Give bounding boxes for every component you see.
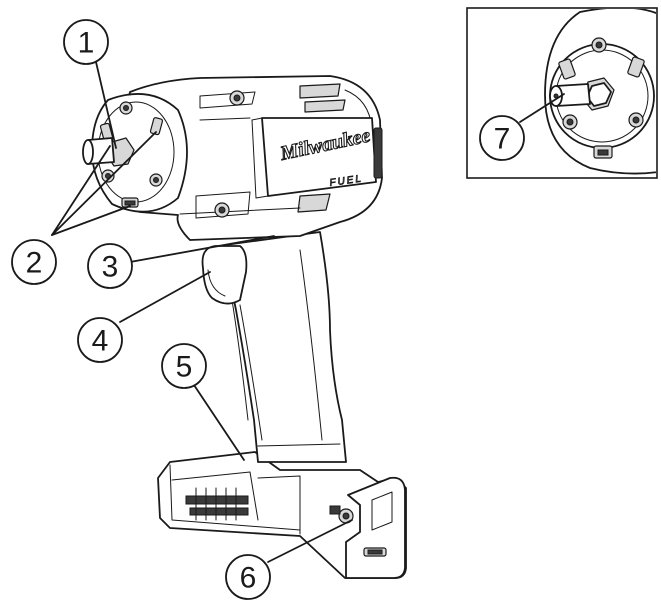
callout-6: 6 bbox=[225, 554, 271, 600]
callout-1: 1 bbox=[63, 19, 109, 65]
callout-2-label: 2 bbox=[26, 247, 43, 280]
callout-2: 2 bbox=[11, 239, 57, 285]
leader-lines bbox=[51, 61, 565, 563]
callout-3-label: 3 bbox=[102, 251, 119, 284]
callout-7: 7 bbox=[479, 115, 525, 161]
callout-4: 4 bbox=[77, 317, 123, 363]
callout-4-label: 4 bbox=[92, 325, 109, 358]
impact-wrench-body: Milwaukee FUEL bbox=[82, 75, 407, 579]
callout-7-label: 7 bbox=[494, 123, 511, 156]
callout-5: 5 bbox=[161, 343, 207, 389]
callout-1-label: 1 bbox=[78, 27, 95, 60]
brand-sub-logo: FUEL bbox=[329, 173, 364, 189]
callout-5-label: 5 bbox=[176, 351, 193, 384]
callout-6-label: 6 bbox=[240, 562, 257, 595]
callout-3: 3 bbox=[87, 243, 133, 289]
